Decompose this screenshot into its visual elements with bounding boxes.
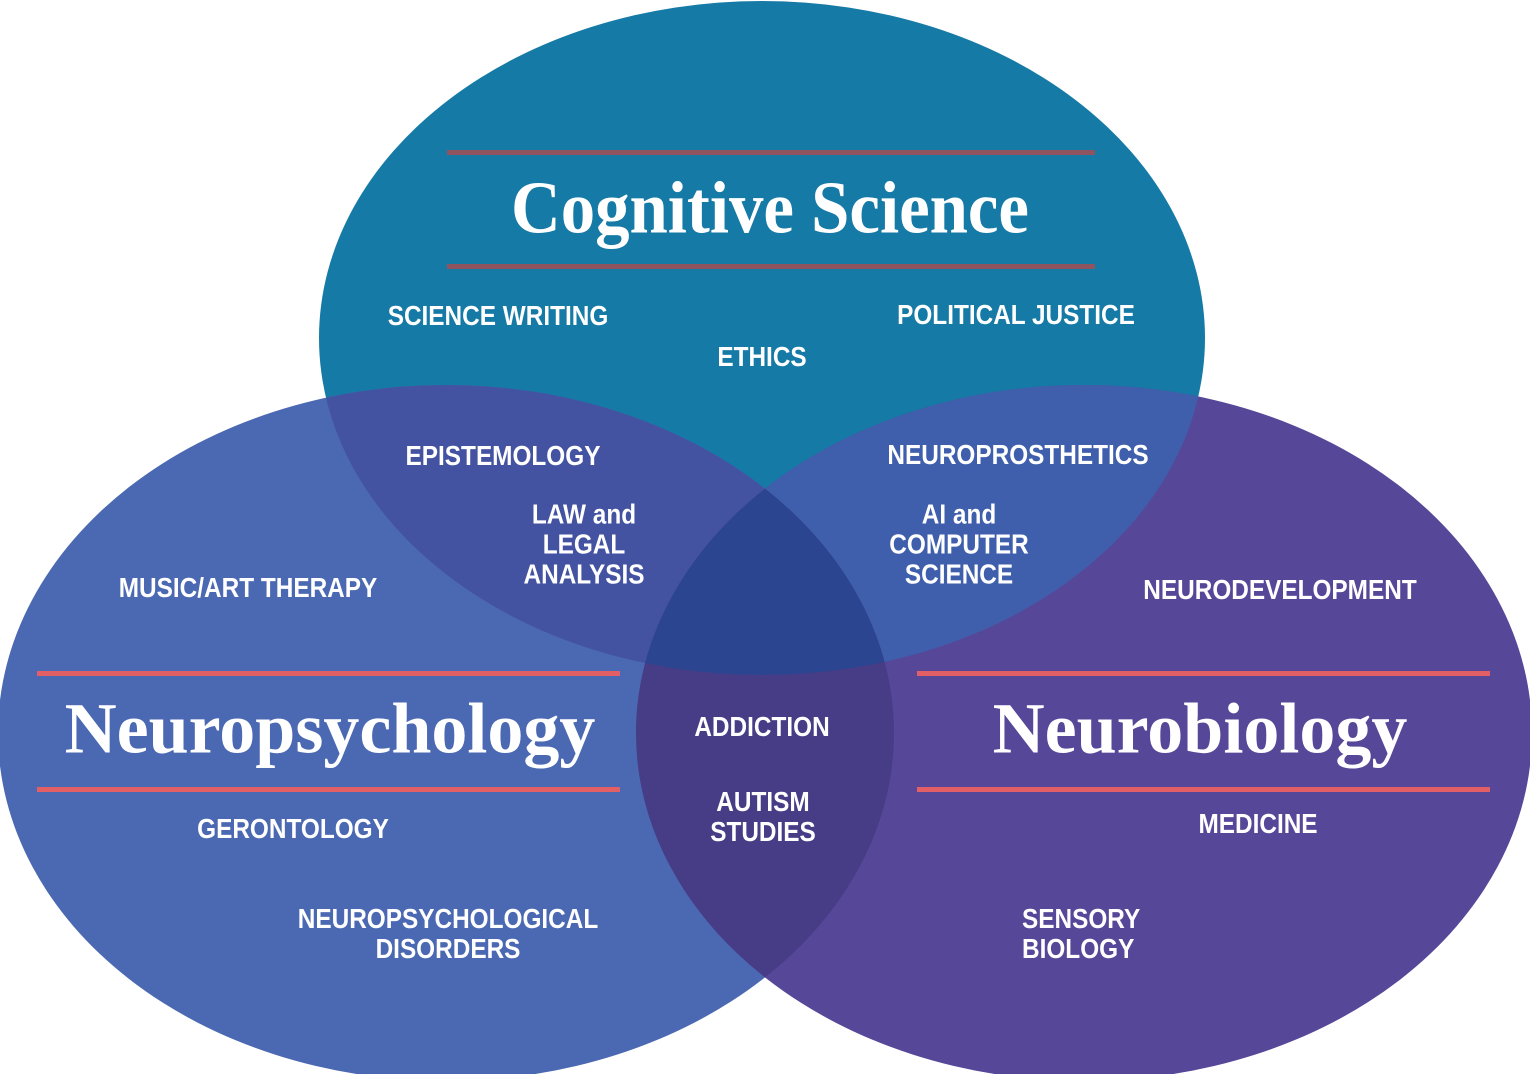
label-ethics: ETHICS (717, 340, 807, 372)
label-law-legal-analysis: LAW and LEGAL ANALYSIS (523, 498, 645, 591)
label-neuropsychological-disorders: NEUROPSYCHOLOGICAL DISORDERS (297, 902, 599, 964)
label-neuroprosthetics: NEUROPROSTHETICS (887, 438, 1149, 470)
cognitive-title-rule-top (447, 150, 1095, 155)
label-medicine: MEDICINE (1198, 807, 1318, 839)
label-epistemology: EPISTEMOLOGY (405, 439, 601, 471)
label-ai-computer-science: AI and COMPUTER SCIENCE (889, 498, 1029, 591)
neurobiology-title-rule-bottom (917, 787, 1490, 792)
label-music-art-therapy: MUSIC/ART THERAPY (118, 571, 378, 603)
label-gerontology: GERONTOLOGY (197, 812, 389, 844)
overlap-cognitive-neuropsychology (319, 385, 894, 675)
neuropsychology-title-rule-top (37, 671, 620, 676)
neuropsychology-title-rule-bottom (37, 787, 620, 792)
label-political-justice: POLITICAL JUSTICE (897, 298, 1135, 330)
label-science-writing: SCIENCE WRITING (387, 299, 609, 331)
overlap-cognitive-neurobiology (636, 385, 1205, 675)
label-sensory-biology: SENSORY BIOLOGY (1022, 902, 1141, 964)
circle-title-cognitive-science: Cognitive Science (511, 167, 1029, 250)
circle-title-neurobiology: Neurobiology (992, 688, 1408, 769)
label-addiction: ADDICTION (694, 710, 830, 742)
cognitive-title-rule-bottom (447, 264, 1095, 269)
circle-title-neuropsychology: Neuropsychology (64, 688, 596, 769)
label-neurodevelopment: NEURODEVELOPMENT (1143, 573, 1417, 605)
label-autism-studies: AUTISM STUDIES (710, 785, 816, 847)
neurobiology-title-rule-top (917, 671, 1490, 676)
